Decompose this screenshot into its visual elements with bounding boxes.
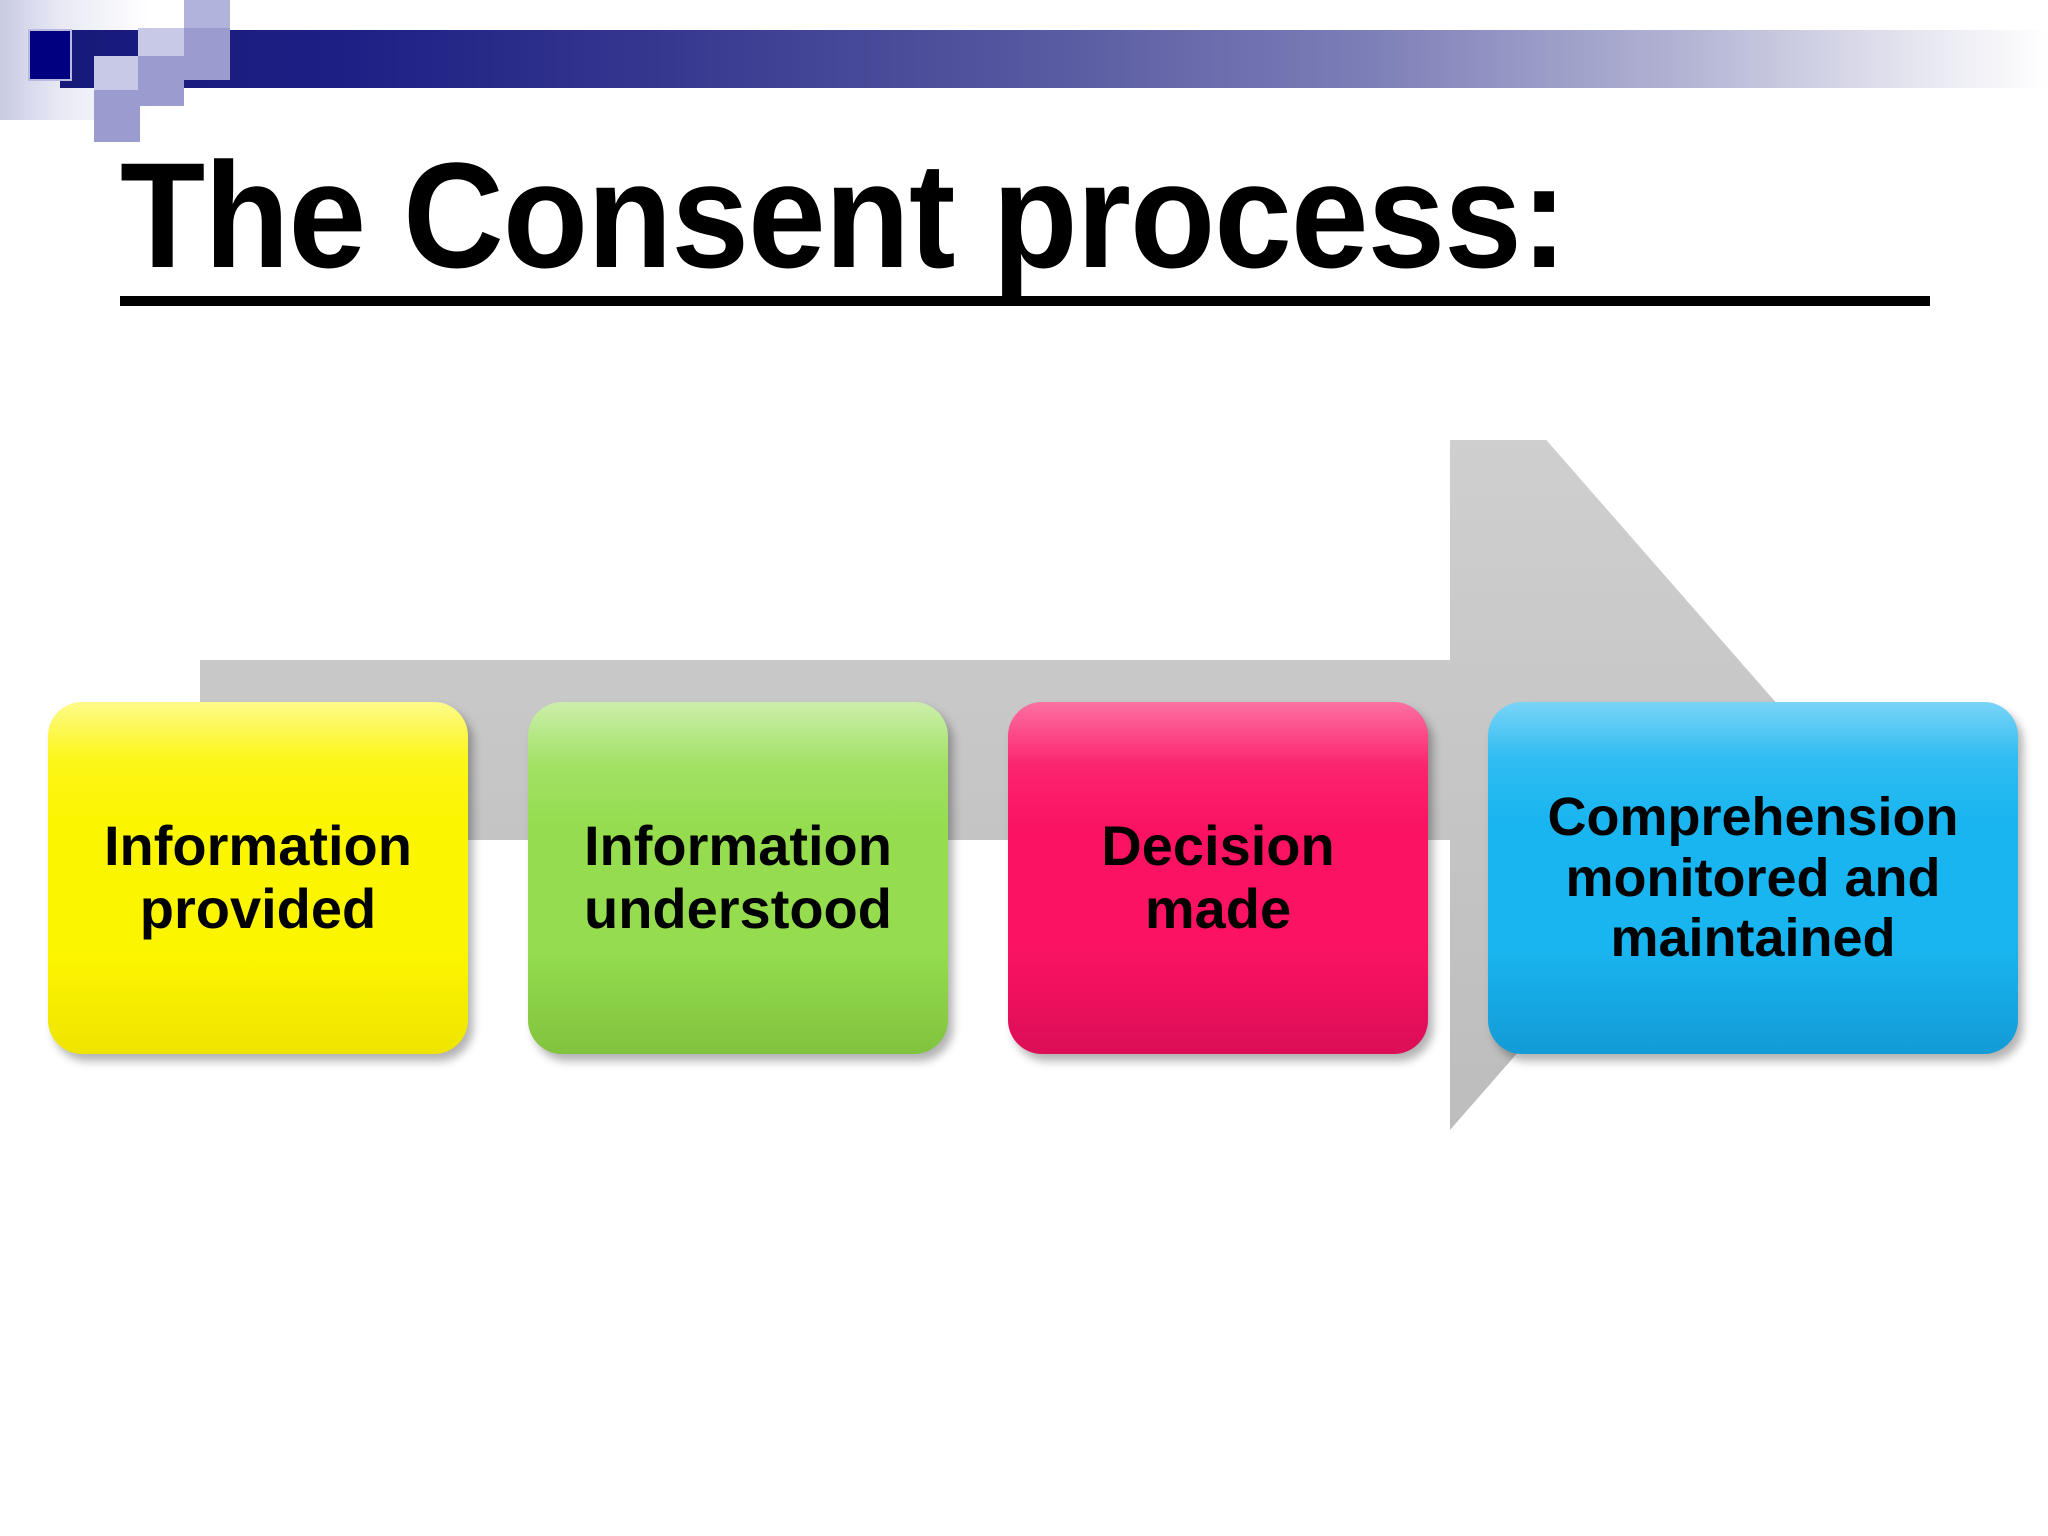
header-square-periwinkle-lower xyxy=(138,56,184,106)
step-4-line-3: maintained xyxy=(1610,908,1896,969)
header-gradient-bar xyxy=(60,30,2048,88)
process-step-comprehension-monitored[interactable]: Comprehension monitored and maintained xyxy=(1488,702,2018,1054)
step-2-label: Information understood xyxy=(574,814,902,940)
step-3-line-2: made xyxy=(1144,877,1292,940)
step-3-line-1: Decision xyxy=(1101,814,1335,878)
step-1-line-2: provided xyxy=(139,877,377,940)
step-2-line-1: Information xyxy=(584,814,892,878)
process-step-decision-made[interactable]: Decision made xyxy=(1008,702,1428,1054)
header-decoration-band xyxy=(0,0,2048,142)
title-underline-rule xyxy=(120,296,1930,306)
header-square-periwinkle-middle xyxy=(184,28,230,80)
step-4-label: Comprehension monitored and maintained xyxy=(1537,787,1968,968)
process-step-information-understood[interactable]: Information understood xyxy=(528,702,948,1054)
title-block: The Consent process: xyxy=(120,140,1940,306)
step-3-label: Decision made xyxy=(1091,814,1344,940)
page-title: The Consent process: xyxy=(120,131,1567,299)
step-1-label: Information provided xyxy=(94,814,422,940)
process-step-list: Information provided Information underst… xyxy=(0,440,2048,1340)
header-square-navy-accent xyxy=(28,29,72,81)
process-step-information-provided[interactable]: Information provided xyxy=(48,702,468,1054)
step-4-line-2: monitored and xyxy=(1565,847,1941,908)
step-4-line-1: Comprehension xyxy=(1547,787,1959,848)
process-arrow-shape xyxy=(200,440,1800,1130)
step-1-line-1: Information xyxy=(104,814,412,878)
consent-process-diagram: Information provided Information underst… xyxy=(0,440,2048,1340)
header-square-periwinkle-bottom xyxy=(94,90,140,142)
step-2-line-2: understood xyxy=(584,877,892,940)
